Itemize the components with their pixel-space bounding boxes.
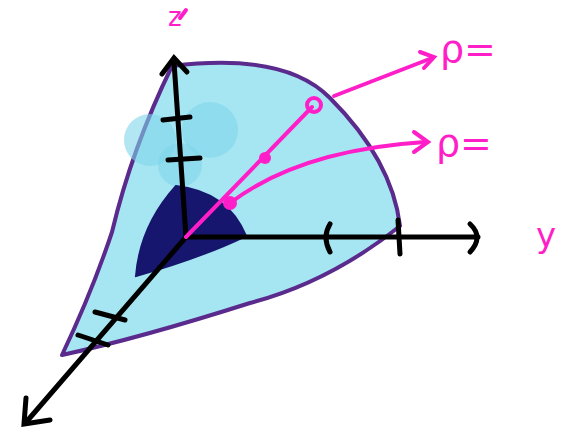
radius-annotation bbox=[180, 10, 434, 237]
axis-label: ρ= bbox=[440, 30, 496, 68]
outer-octant bbox=[62, 63, 400, 355]
axes bbox=[24, 58, 478, 424]
radius-dots bbox=[223, 152, 271, 210]
axis-label: ρ= bbox=[436, 124, 492, 162]
axis-label: z bbox=[168, 4, 182, 30]
axis-label: y bbox=[536, 218, 556, 252]
